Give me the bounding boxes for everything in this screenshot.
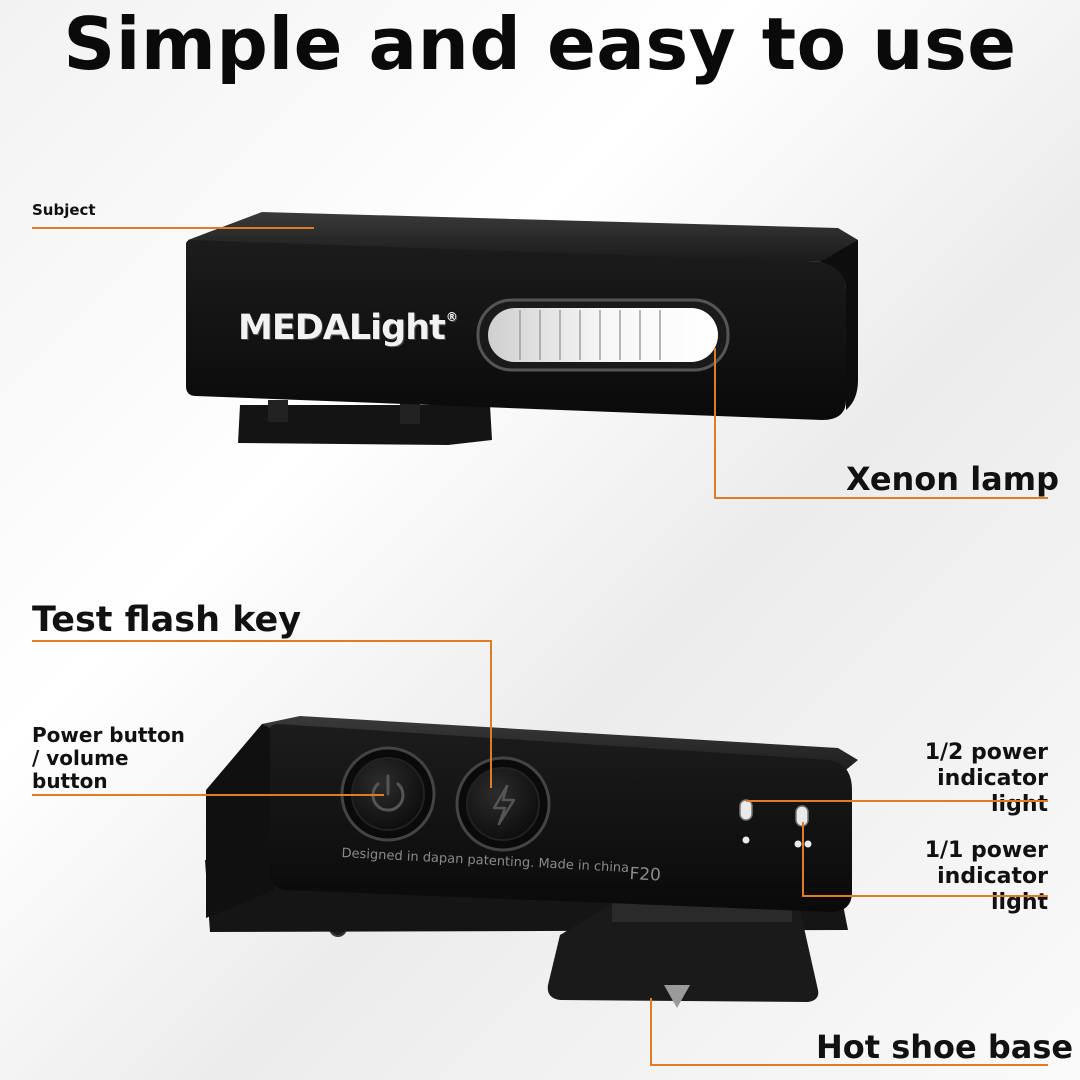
upper-hot-shoe-foot [238, 405, 492, 445]
xenon-lamp-ribs [519, 310, 661, 360]
callout-power-line1: Power button [32, 723, 185, 747]
callout-subject-line [32, 227, 314, 229]
callout-full-power-line1: 1/1 power [924, 838, 1048, 863]
callout-power-button: Power button / volume button [32, 724, 185, 793]
callout-full-power-line2: indicator light [937, 864, 1048, 915]
callout-power-line [32, 794, 384, 796]
half-power-indicator-light [739, 799, 753, 821]
flash-unit-back [205, 716, 858, 1008]
callout-test-flash-line-horizontal [32, 640, 492, 642]
xenon-lamp-glass [488, 308, 718, 362]
callout-half-power: 1/2 power indicator light [876, 740, 1048, 818]
brand-name: MEDALight [238, 308, 446, 348]
full-power-dot-2 [804, 840, 812, 848]
callout-full-power-line-vertical [802, 822, 804, 896]
callout-half-power-line1: 1/2 power [924, 740, 1048, 765]
callout-xenon-lamp: Xenon lamp [846, 460, 1060, 498]
test-flash-button[interactable] [455, 756, 551, 852]
power-button[interactable] [340, 746, 436, 842]
callout-hot-shoe-base: Hot shoe base [816, 1028, 1074, 1066]
callout-half-power-line [746, 800, 1048, 802]
upper-right-side [820, 240, 858, 410]
callout-hot-shoe-line-vertical [650, 998, 652, 1066]
callout-full-power: 1/1 power indicator light [876, 838, 1048, 916]
callout-xenon-line-horizontal [714, 497, 1048, 499]
callout-half-power-line2: indicator light [937, 766, 1048, 817]
callout-full-power-line-horizontal [802, 895, 1048, 897]
upper-foot-contact-right [400, 402, 420, 424]
callout-hot-shoe-line-horizontal [650, 1064, 1048, 1066]
lower-hot-shoe [547, 905, 819, 1002]
lower-hot-shoe-pin [664, 985, 690, 1008]
brand-mark: ® [445, 310, 458, 324]
headline: Simple and easy to use [63, 2, 1017, 86]
callout-subject: Subject [32, 201, 96, 219]
lower-left-side [206, 724, 274, 918]
callout-xenon-line-vertical [714, 348, 716, 498]
callout-power-line3: button [32, 769, 108, 793]
flash-bolt-icon [492, 784, 516, 826]
upper-foot-contact-left [268, 400, 288, 422]
callout-test-flash-line-vertical [490, 640, 492, 788]
callout-test-flash-key: Test flash key [32, 600, 302, 640]
full-power-dot-1 [794, 840, 802, 848]
model-number: F20 [628, 864, 662, 886]
power-icon [371, 774, 405, 812]
callout-power-line2: / volume [32, 746, 129, 770]
half-power-dot [742, 836, 750, 844]
brand-logo: MEDALight® [238, 308, 458, 348]
flash-unit-front [186, 212, 858, 445]
